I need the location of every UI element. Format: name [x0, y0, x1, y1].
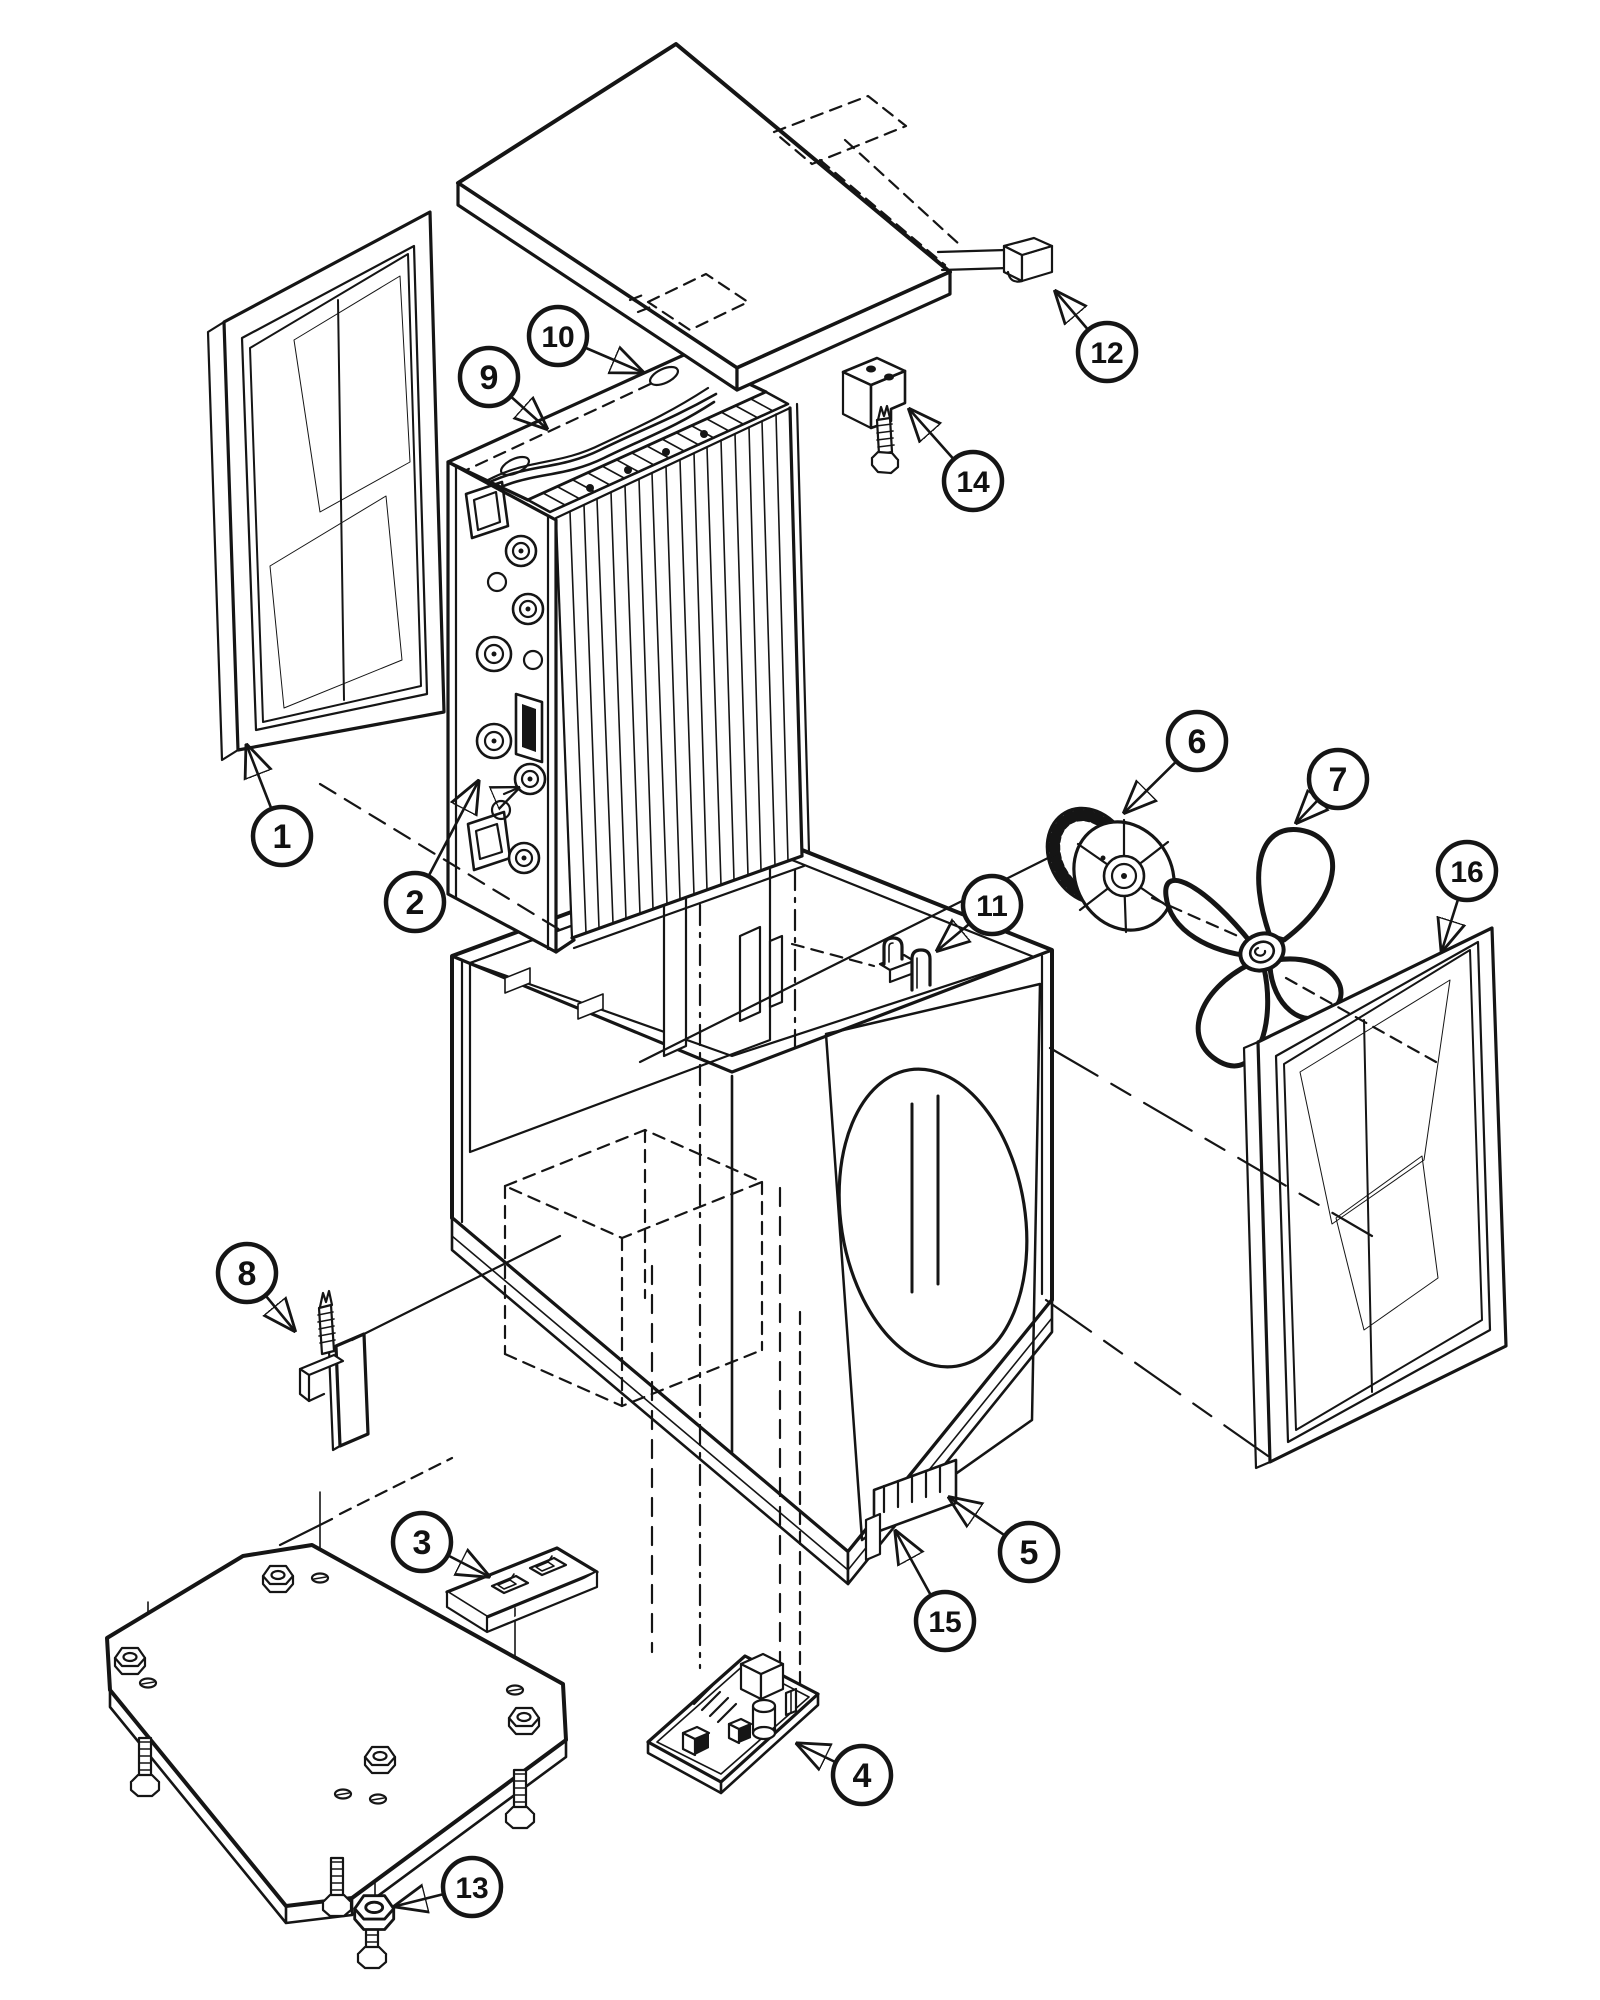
svg-text:4: 4	[853, 1757, 872, 1795]
grommet	[475, 534, 547, 875]
svg-text:13: 13	[455, 1872, 488, 1905]
callout-4: 4	[798, 1744, 894, 1807]
callout-1: 1	[247, 746, 314, 868]
cover-vent-cutout-dashed	[628, 272, 750, 332]
capacitor	[751, 1698, 777, 1741]
hex-nut	[363, 1745, 397, 1775]
bracket-screw	[870, 404, 900, 475]
lock-nut-13	[353, 1894, 396, 1931]
blade-petal	[1163, 877, 1255, 959]
flow-arrow-icon	[504, 788, 518, 794]
svg-text:10: 10	[541, 321, 574, 354]
wall-notch	[577, 993, 604, 1020]
callout-10: 10	[526, 304, 642, 372]
square-cutout-top	[464, 480, 510, 540]
callout-11: 11	[938, 873, 1024, 950]
callout-6: 6	[1125, 709, 1229, 812]
switch-plate	[445, 1546, 599, 1634]
bracket-screw	[317, 1289, 336, 1356]
cover-vent-cutout-dashed	[772, 94, 908, 166]
callouts: 1 2 3 4 5 6 7 8 9 10	[215, 292, 1499, 1919]
control-board	[646, 1652, 820, 1795]
coil-fins	[555, 407, 803, 939]
blade-petal	[1256, 827, 1335, 943]
svg-text:14: 14	[956, 466, 990, 499]
coil-handle	[476, 386, 718, 498]
retainer-clip	[878, 936, 932, 992]
svg-text:12: 12	[1090, 337, 1123, 370]
callout-12: 12	[1056, 292, 1139, 384]
svg-text:9: 9	[480, 359, 499, 397]
fan-blade	[1163, 827, 1344, 1069]
hex-nut	[113, 1646, 147, 1676]
svg-text:16: 16	[1450, 856, 1483, 889]
front-grille-panel	[206, 210, 446, 762]
callout-8: 8	[215, 1241, 294, 1330]
terminal-block-12	[936, 236, 1054, 283]
callout-14: 14	[910, 410, 1005, 513]
svg-text:8: 8	[238, 1255, 257, 1293]
mounting-bracket-14	[841, 356, 907, 475]
terminal-block	[681, 1725, 711, 1757]
fan-motor	[1045, 806, 1189, 934]
support-bracket	[298, 1289, 370, 1452]
terminal-block	[727, 1717, 753, 1745]
divider-panel	[738, 925, 762, 1023]
callout-9: 9	[457, 345, 546, 428]
rear-grille-panel	[1242, 926, 1508, 1470]
hex-nut	[261, 1564, 295, 1594]
callout-13: 13	[396, 1855, 504, 1919]
orifice-ring	[837, 1067, 1029, 1369]
base-plate-assembly	[105, 1491, 568, 1970]
slot-cutout	[514, 692, 544, 764]
callout-5: 5	[950, 1498, 1061, 1584]
mesh-screen	[249, 253, 422, 723]
mesh-hatch-patch	[1335, 1155, 1439, 1331]
evaporator-assembly	[446, 352, 811, 954]
top-cover-panel	[456, 42, 1054, 392]
mesh-hatch-patch	[269, 495, 403, 709]
callout-15: 15	[896, 1532, 977, 1653]
callout-3: 3	[390, 1510, 488, 1576]
relay-block	[739, 1652, 785, 1701]
rocker-cutout	[528, 1555, 568, 1577]
svg-text:11: 11	[976, 890, 1008, 923]
svg-text:2: 2	[406, 884, 425, 922]
callout-circle	[250, 804, 314, 868]
wall-notch	[504, 967, 531, 994]
blade-hub	[1238, 931, 1286, 973]
mesh-hatch-patch	[293, 275, 411, 513]
rocker-cutout	[490, 1573, 530, 1595]
callout-7: 7	[1297, 747, 1370, 822]
svg-text:5: 5	[1020, 1534, 1039, 1572]
callout-number: 1	[273, 818, 292, 856]
svg-text:15: 15	[928, 1606, 961, 1639]
plate-hole	[138, 1572, 525, 1805]
svg-text:7: 7	[1329, 761, 1348, 799]
svg-text:3: 3	[413, 1524, 432, 1562]
callout-16: 16	[1435, 839, 1499, 950]
callout-2: 2	[383, 782, 478, 934]
hex-nut	[507, 1706, 541, 1736]
svg-text:6: 6	[1188, 723, 1207, 761]
mesh-screen	[1283, 949, 1483, 1431]
divider-panel	[768, 934, 784, 1009]
compressor-outline-dashed	[503, 1128, 764, 1408]
cabinet-front-rim-edge	[450, 948, 1054, 1074]
mesh-hatch-patch	[1299, 979, 1451, 1225]
blade-petal	[1195, 961, 1271, 1069]
